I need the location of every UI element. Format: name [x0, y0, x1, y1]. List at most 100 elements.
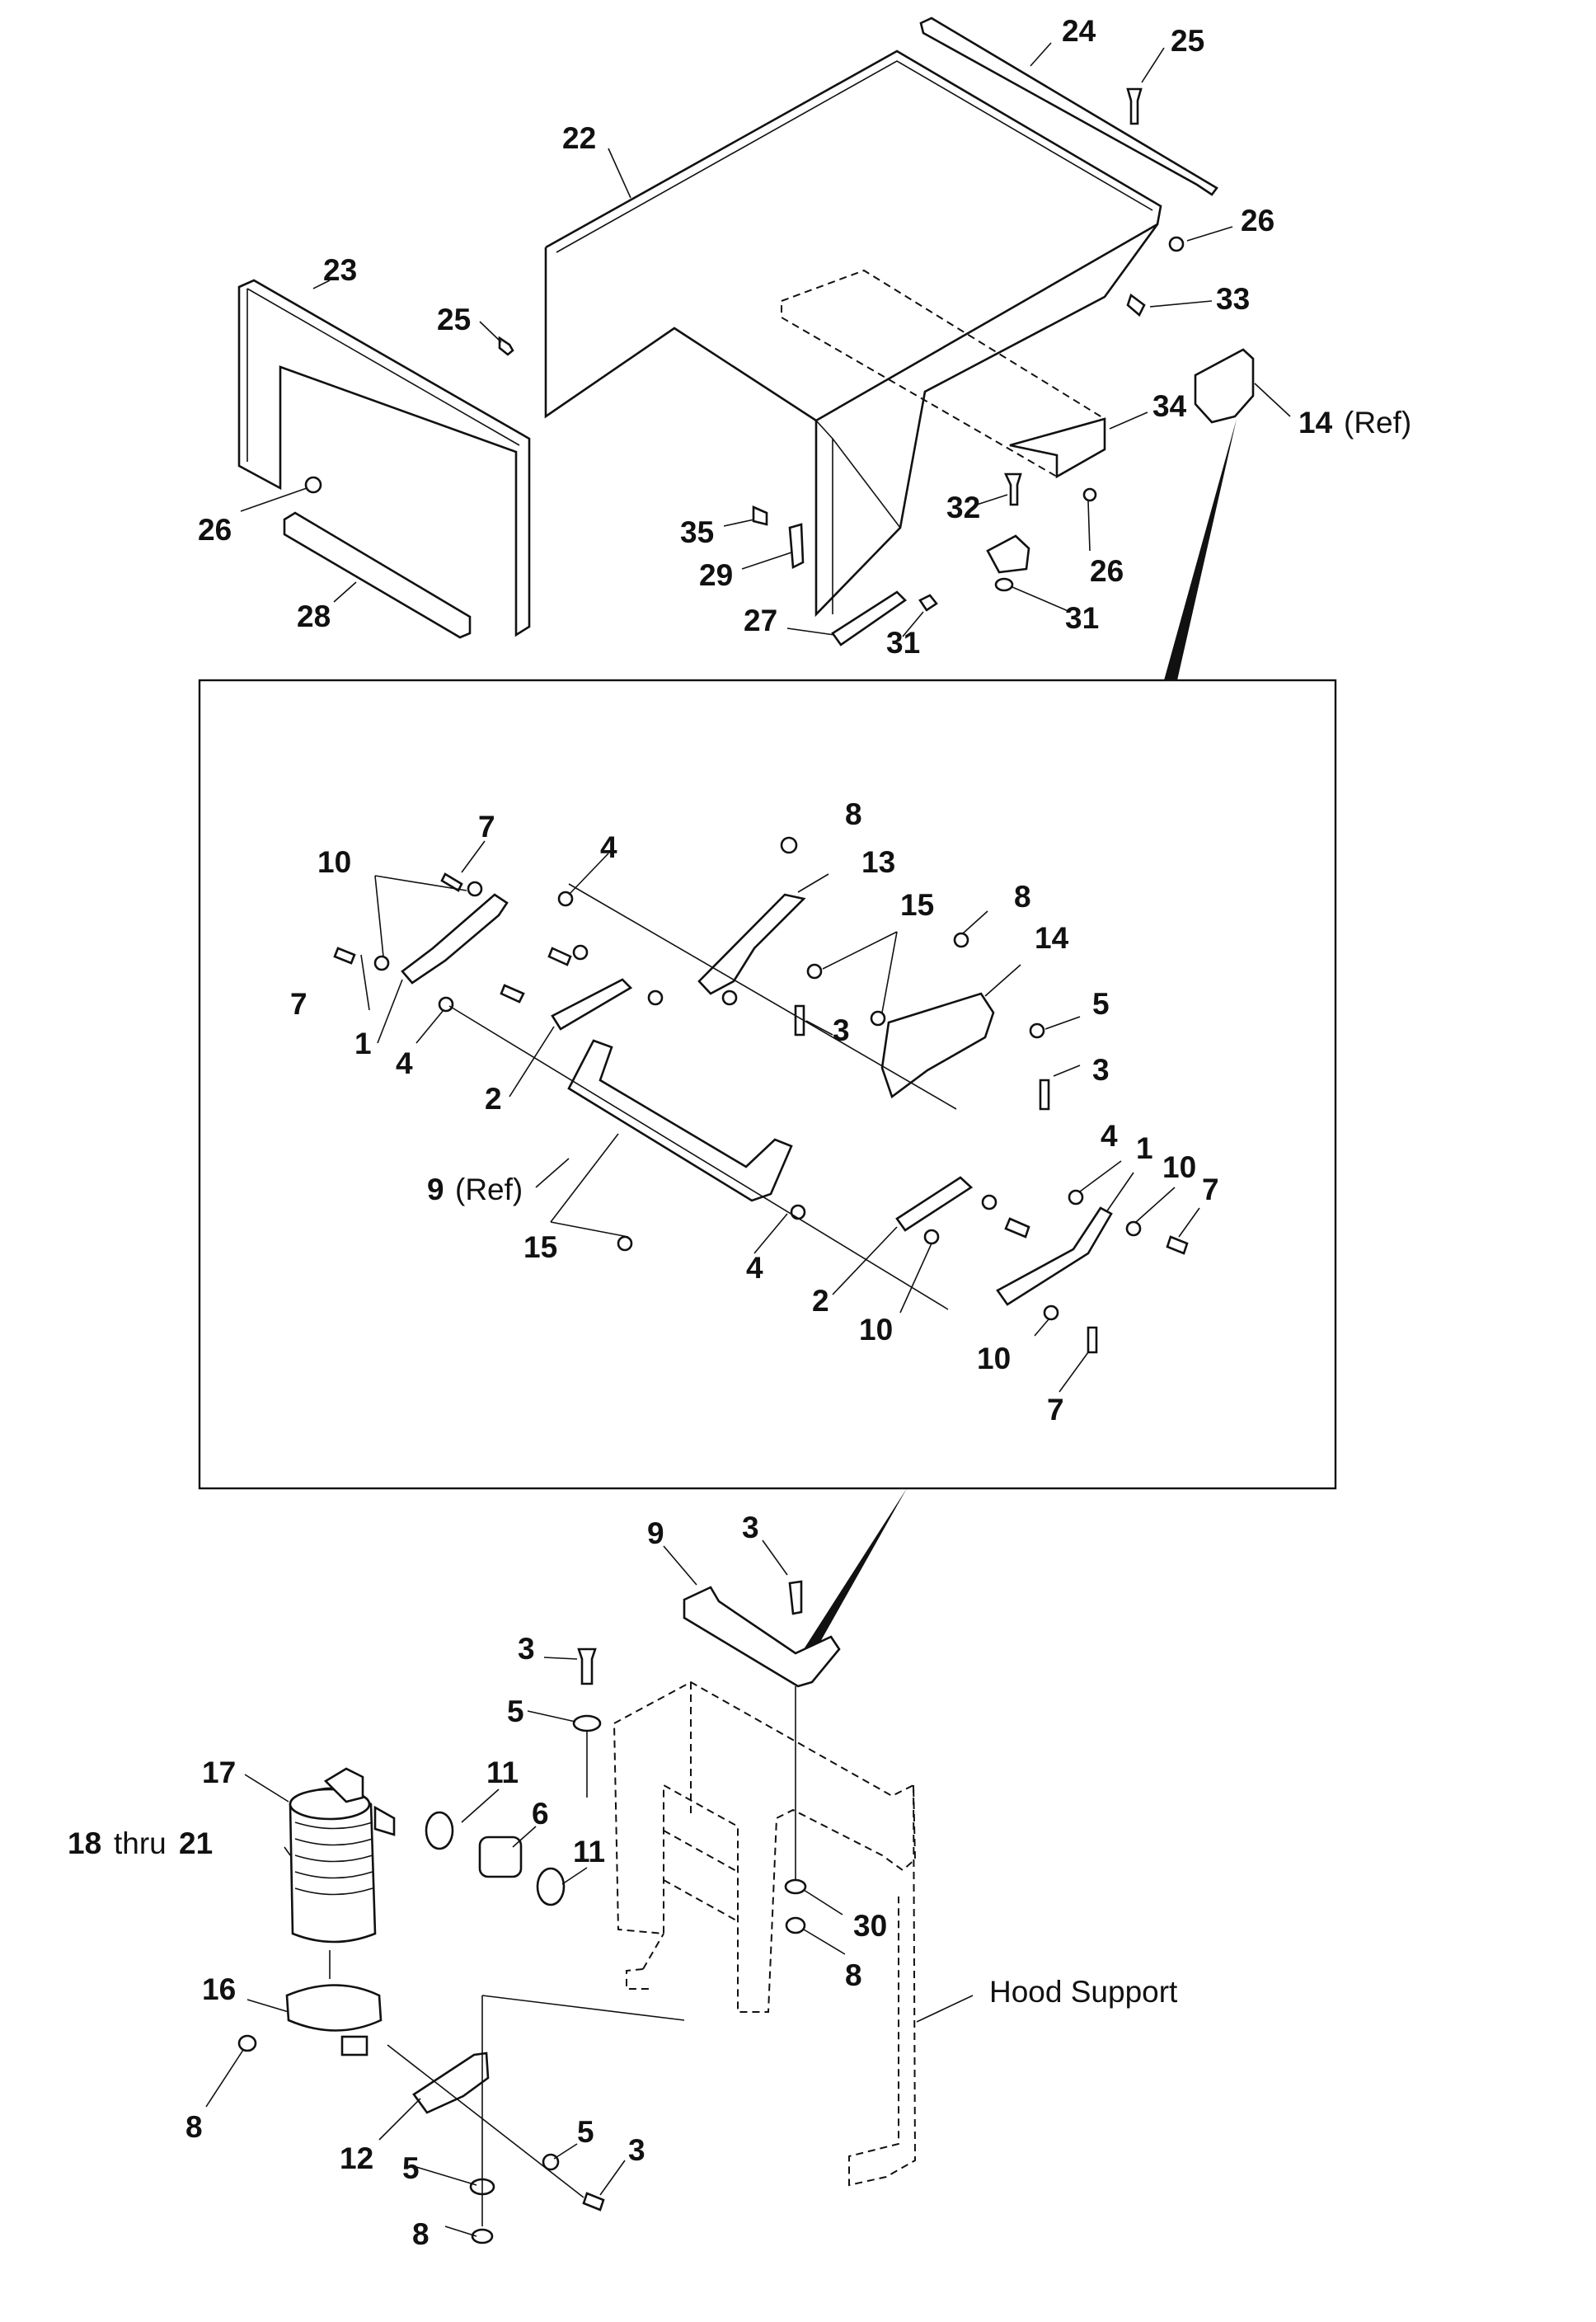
detail-callout-2-a: 2 [485, 1082, 502, 1116]
callout-33: 33 [1216, 282, 1250, 316]
detail-callout-9-ref-text: (Ref) [455, 1173, 523, 1206]
callout-25-left: 25 [437, 303, 471, 336]
detail-callout-7-a: 7 [478, 810, 495, 844]
bottom-assembly [237, 1580, 917, 2244]
leader-lines-bottom [205, 1539, 974, 2237]
callout-5-top: 5 [507, 1694, 524, 1728]
part-28-seal [283, 511, 472, 639]
part-29-clip [788, 523, 805, 570]
part-14-ref-bracket [1194, 348, 1255, 424]
callout-32: 32 [946, 491, 980, 524]
callout-23: 23 [323, 253, 357, 287]
callout-3-bottom: 3 [628, 2133, 645, 2167]
detail-callout-15-a: 15 [900, 888, 934, 922]
callout-30: 30 [853, 1909, 887, 1943]
detail-part-2-link-right [895, 1176, 974, 1232]
detail-callout-1-a: 1 [354, 1027, 372, 1060]
leader-lines-top [240, 42, 1291, 637]
callout-9: 9 [647, 1516, 664, 1550]
callout-18-thru: thru [114, 1826, 167, 1860]
detail-callout-5: 5 [1092, 987, 1110, 1021]
pointer-wedge-top [1164, 419, 1237, 680]
detail-callout-2-b: 2 [812, 1284, 829, 1318]
detail-callout-10-a: 10 [317, 845, 351, 879]
part-25-bolt-a [1126, 87, 1143, 125]
part-32-latch [986, 534, 1030, 574]
part-26-nut-b [1168, 236, 1185, 252]
detail-callout-14: 14 [1035, 921, 1069, 955]
part-11-clamp-a [425, 1811, 454, 1850]
detail-callout-8-a: 8 [845, 797, 862, 831]
part-22-hood-panel [545, 49, 1162, 618]
callout-16: 16 [202, 1972, 236, 2006]
part-31-nut-b [994, 577, 1014, 592]
callout-25-top: 25 [1171, 24, 1204, 58]
part-34-dashed-rail [781, 269, 1105, 478]
part-26-nut-c [1082, 487, 1097, 502]
callout-14-ref: 14 [1298, 406, 1333, 439]
callout-12: 12 [340, 2141, 373, 2175]
detail-callout-7-b: 7 [290, 987, 307, 1021]
detail-callout-8-b: 8 [1014, 880, 1031, 914]
callout-26-mid: 26 [1090, 554, 1124, 588]
detail-view-frame [198, 679, 1337, 1490]
hood-support-frame [613, 1680, 917, 2013]
hood-top-assembly [237, 16, 1255, 646]
detail-callout-13: 13 [861, 845, 895, 879]
callout-3-left: 3 [518, 1632, 535, 1666]
callout-18: 18 [68, 1826, 101, 1860]
detail-callout-4-a: 4 [600, 830, 617, 864]
part-32-bolt [1003, 472, 1022, 506]
detail-callout-4-c: 4 [1101, 1119, 1118, 1153]
detail-part-9-bracket [567, 1039, 793, 1202]
part-31-nut-a [918, 594, 938, 612]
detail-parts [333, 836, 1189, 1354]
detail-callout-3-a: 3 [833, 1013, 850, 1047]
callout-27: 27 [744, 604, 777, 637]
callout-17: 17 [202, 1756, 236, 1789]
callout-21: 21 [179, 1826, 213, 1860]
part-25-bolt-b [498, 336, 514, 356]
part-16-band [285, 1984, 383, 2032]
detail-part-13-bracket [697, 893, 806, 995]
part-27-pad [831, 590, 908, 646]
callout-5-bottom: 5 [402, 2151, 420, 2185]
detail-part-14-bracket [880, 992, 995, 1099]
callout-29: 29 [699, 558, 733, 592]
callout-31-right: 31 [1065, 601, 1099, 635]
callout-31-left: 31 [886, 626, 920, 660]
part-6-hose [478, 1836, 523, 1878]
detail-part-1-link-left [401, 893, 509, 985]
part-11-clamp-b [536, 1867, 566, 1906]
detail-callout-7-d: 7 [1047, 1393, 1064, 1427]
callout-26-left: 26 [198, 513, 232, 547]
callout-35: 35 [680, 515, 714, 549]
detail-callout-9-ref: 9 [427, 1173, 444, 1206]
leader-lines-detail [360, 840, 1200, 1393]
detail-callout-10-c: 10 [859, 1313, 893, 1347]
part-23-front-frame [237, 279, 531, 637]
callout-5-right: 5 [577, 2115, 594, 2149]
detail-callout-4-b: 4 [396, 1046, 413, 1080]
detail-callout-15-b: 15 [523, 1230, 557, 1264]
callout-8-bottom: 8 [412, 2217, 430, 2251]
callout-22: 22 [562, 121, 596, 155]
callout-8-left: 8 [185, 2110, 203, 2144]
detail-callout-10-d: 10 [977, 1342, 1011, 1375]
detail-callout-10-b: 10 [1162, 1150, 1196, 1184]
part-9-bracket [683, 1586, 841, 1688]
callout-6: 6 [532, 1797, 549, 1831]
detail-callout-7-c: 7 [1202, 1173, 1219, 1206]
detail-part-1-link-right [996, 1206, 1113, 1306]
callout-28: 28 [297, 599, 331, 633]
part-35-bolt [752, 505, 768, 526]
part-26-nut-a [304, 476, 322, 494]
callout-24: 24 [1062, 14, 1096, 48]
callout-14-ref-text: (Ref) [1344, 406, 1411, 439]
detail-callout-1-b: 1 [1136, 1131, 1153, 1165]
pointer-wedge-bottom [804, 1488, 907, 1649]
callout-labels: 24 25 22 26 23 25 33 34 14 (Ref) 26 35 3… [68, 14, 1411, 2251]
callout-11-b: 11 [573, 1835, 605, 1868]
detail-callout-4-d: 4 [746, 1251, 763, 1285]
